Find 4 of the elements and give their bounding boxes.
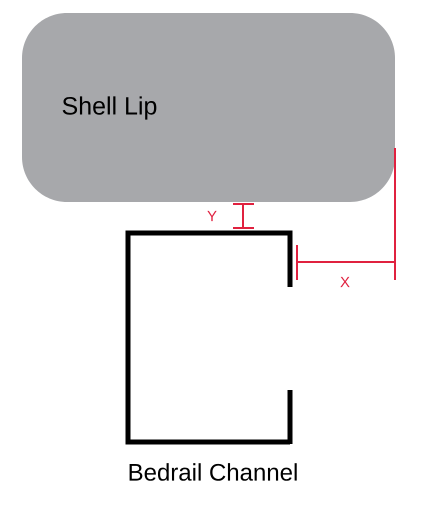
dimension-label: X [340, 276, 350, 288]
dimension-label: Y [207, 210, 217, 222]
bedrail-channel: Bedrail Channel [126, 230, 297, 481]
shell-lip-box: Shell Lip [22, 13, 395, 202]
